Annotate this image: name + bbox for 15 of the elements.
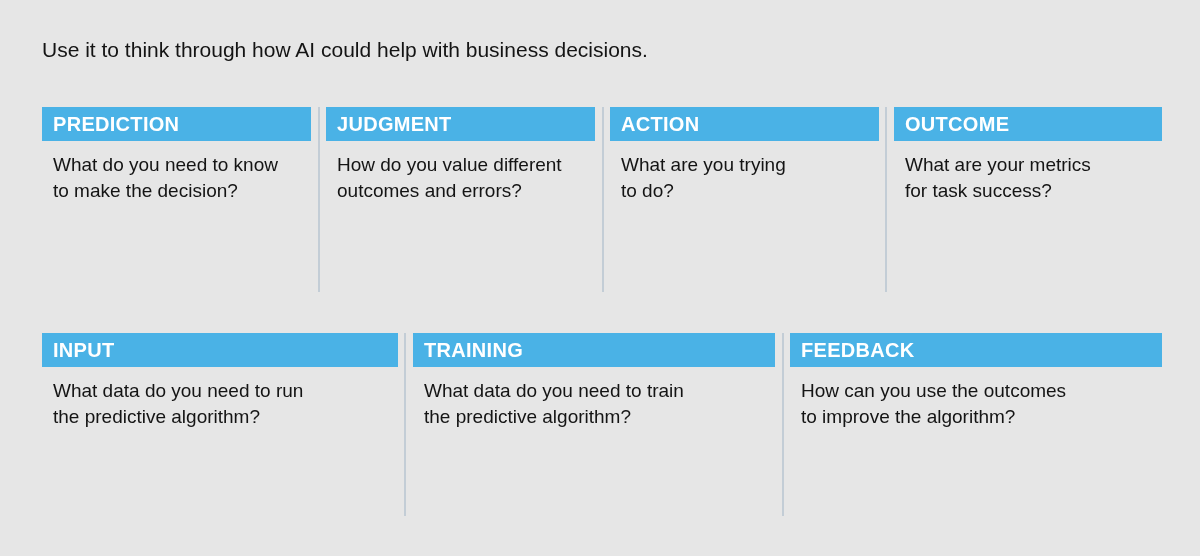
question-text: What data do you need to train the predictive algorithm?	[424, 379, 685, 429]
question-text: What do you need to know to make the decision?	[53, 153, 279, 203]
section-header: JUDGMENT	[326, 107, 595, 141]
title-text: Use it to think through how AI could help with business decisions.	[42, 38, 648, 62]
question-text: What are your metrics for task success?	[905, 153, 1092, 203]
section-header: OUTCOME	[894, 107, 1162, 141]
question-text: What data do you need to run the predictive algorithm?	[53, 379, 305, 429]
question-text: How do you value different outcomes and errors?	[337, 153, 563, 203]
section-header: FEEDBACK	[790, 333, 1162, 367]
question-text: How can you use the outcomes to improve the algorithm?	[801, 379, 1068, 429]
section-header: PREDICTION	[42, 107, 311, 141]
section-header: ACTION	[610, 107, 879, 141]
section-header: TRAINING	[413, 333, 775, 367]
section-header: INPUT	[42, 333, 398, 367]
question-text: What are you trying to do?	[621, 153, 787, 203]
